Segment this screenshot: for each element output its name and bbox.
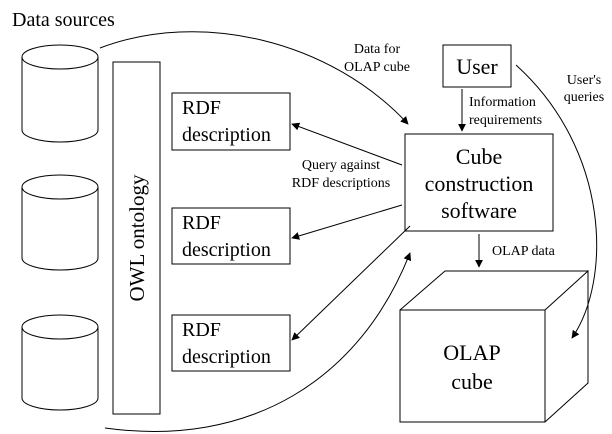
information-requirements-line2: requirements — [469, 113, 542, 128]
user-queries-to-cube-arrow — [515, 64, 598, 339]
rdf-box-3-line1: RDF — [182, 319, 221, 341]
data-for-olap-line1: Data for — [354, 42, 401, 57]
database-cylinder-2 — [21, 174, 99, 271]
user-label: User — [456, 54, 498, 79]
users-queries-line1: User's — [567, 73, 601, 88]
rdf-box-2-line1: RDF — [182, 212, 221, 234]
cube-feedback-arrow — [104, 252, 412, 432]
olap-cube: OLAP cube — [399, 270, 590, 423]
rdf-box-1-line2: description — [182, 124, 271, 146]
olap-data-label: OLAP data — [492, 244, 556, 259]
software-line2: construction — [425, 171, 534, 196]
rdf-box-1-line1: RDF — [182, 97, 221, 119]
data-sources-to-software-arrow — [99, 31, 409, 125]
software-to-rdf-1-arrow — [291, 122, 403, 166]
owl-ontology-label: OWL ontology — [125, 174, 149, 301]
rdf-description-box-1: RDF description — [171, 92, 291, 151]
users-queries-line2: queries — [564, 90, 604, 105]
rdf-box-2-line2: description — [182, 239, 271, 261]
database-cylinder-3 — [21, 314, 99, 411]
information-requirements-line1: Information — [469, 95, 536, 110]
software-to-rdf-2-arrow — [291, 204, 403, 240]
query-rdf-line1: Query against — [302, 158, 380, 173]
cube-construction-software-box: Cube construction software — [404, 133, 554, 232]
database-cylinder-1 — [21, 44, 99, 143]
owl-ontology-bar — [112, 61, 161, 415]
rdf-box-3-line2: description — [182, 346, 271, 368]
olap-cube-line2: cube — [451, 369, 493, 394]
user-box: User — [442, 44, 512, 88]
rdf-description-box-3: RDF description — [171, 314, 291, 372]
olap-cube-line1: OLAP — [443, 340, 500, 365]
software-line1: Cube — [456, 144, 502, 169]
software-line3: software — [441, 198, 517, 223]
rdf-description-box-2: RDF description — [171, 207, 291, 265]
data-sources-title: Data sources — [12, 9, 115, 31]
query-rdf-line2: RDF descriptions — [292, 176, 390, 191]
data-for-olap-line2: OLAP cube — [344, 60, 410, 75]
software-to-rdf-3-arrow — [291, 225, 411, 341]
